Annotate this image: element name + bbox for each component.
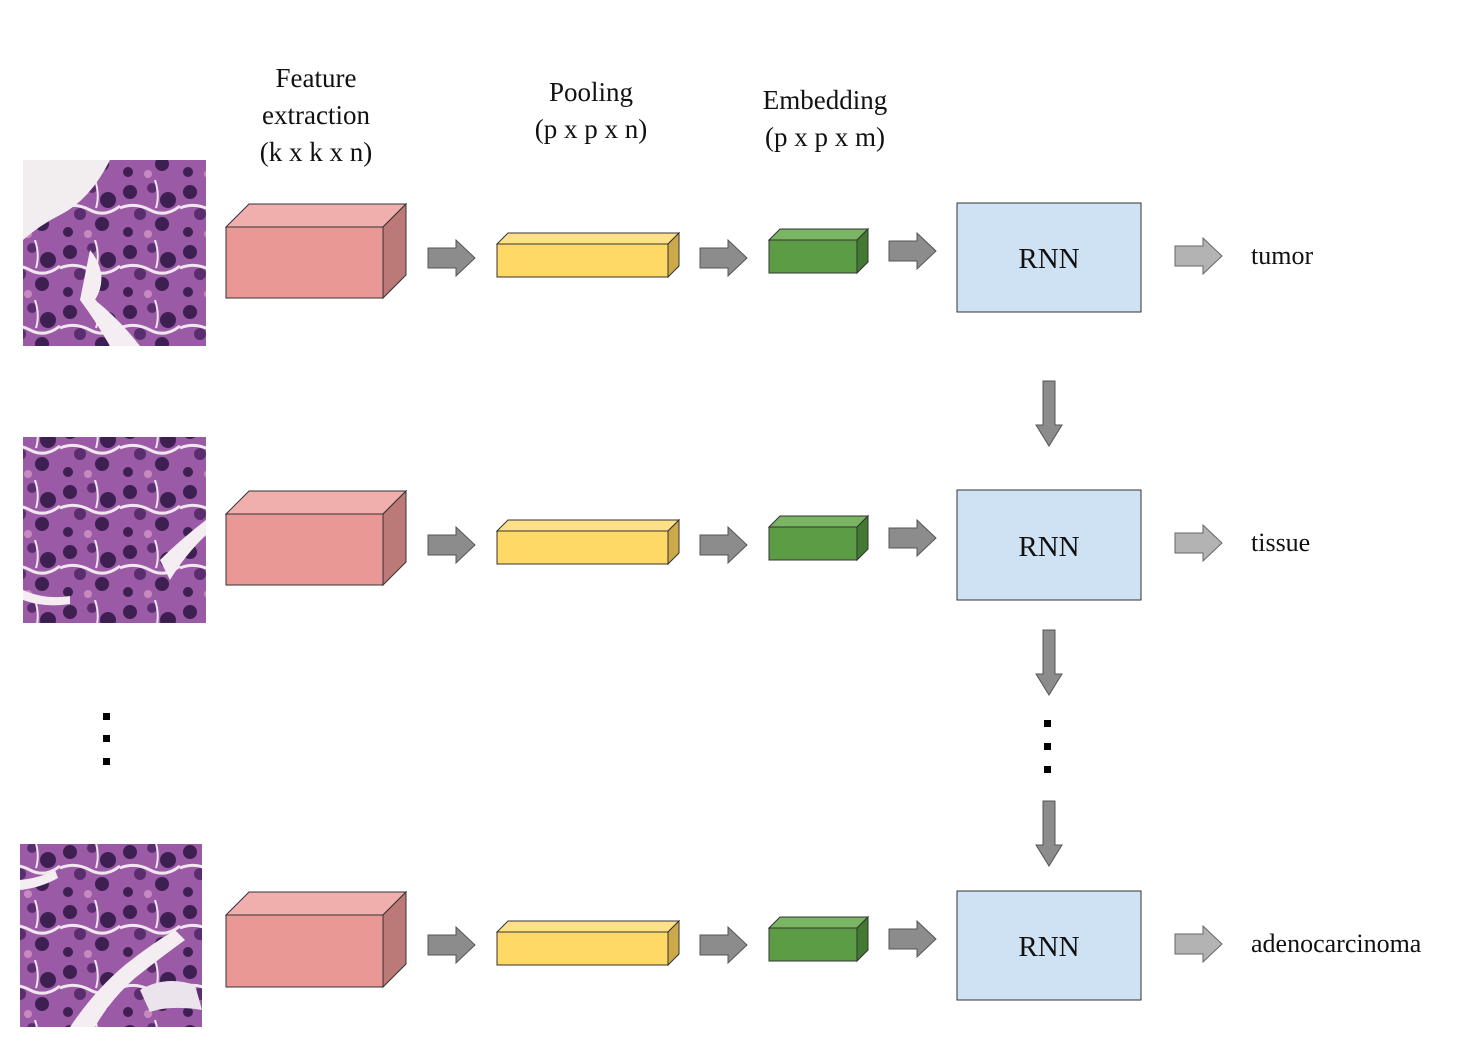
- arrow-right-icon: [427, 925, 476, 965]
- output-label: tissue: [1251, 528, 1310, 557]
- arrow-down-icon: [1035, 380, 1063, 447]
- tissue-image: [23, 437, 206, 623]
- header-pooling-line2: (p x p x n): [535, 114, 647, 144]
- feature-extraction-block: [224, 890, 408, 989]
- rnn-box: [956, 202, 1142, 313]
- rnn-box: [956, 890, 1142, 1001]
- arrow-right-icon: [699, 525, 748, 565]
- feature-extraction-block: [224, 202, 408, 300]
- tissue-image: [20, 844, 202, 1027]
- header-embedding-line1: Embedding: [763, 85, 887, 115]
- output-label: adenocarcinoma: [1251, 929, 1422, 958]
- rnn-box: [956, 489, 1142, 601]
- arrow-down-icon: [1035, 629, 1063, 696]
- pooling-block: [495, 231, 681, 279]
- arrow-right-icon: [888, 518, 937, 558]
- ellipsis-icon: [1044, 720, 1051, 773]
- arrow-right-icon: [888, 919, 937, 959]
- arrow-right-icon: [1174, 236, 1223, 276]
- pipeline-row-1: RNN tumor: [23, 160, 1313, 346]
- embedding-block: [767, 514, 870, 562]
- pipeline-row-2: RNN tissue: [23, 437, 1310, 623]
- header-embedding-line2: (p x p x m): [765, 122, 885, 152]
- header-pooling-line1: Pooling: [549, 77, 633, 107]
- arrow-right-icon: [427, 238, 476, 278]
- tissue-image: [23, 160, 206, 346]
- arrow-right-icon: [699, 925, 748, 965]
- ellipsis-icon: [103, 713, 110, 765]
- arrow-right-icon: [888, 231, 937, 271]
- rnn-label: RNN: [1018, 931, 1079, 963]
- feature-extraction-block: [224, 489, 408, 587]
- arrow-right-icon: [699, 238, 748, 278]
- arrow-down-icon: [1035, 800, 1063, 867]
- embedding-block: [767, 227, 870, 275]
- header-feature-line3: (k x k x n): [260, 137, 372, 167]
- embedding-block: [767, 915, 870, 963]
- arrow-right-icon: [1174, 924, 1223, 964]
- output-label: tumor: [1251, 241, 1313, 270]
- arrow-right-icon: [1174, 523, 1223, 563]
- pipeline-row-3: RNN adenocarcinoma: [20, 844, 1422, 1027]
- pooling-block: [495, 919, 681, 967]
- pooling-block: [495, 518, 681, 566]
- header-feature-line1: Feature: [276, 63, 357, 93]
- rnn-label: RNN: [1018, 243, 1079, 275]
- rnn-label: RNN: [1018, 531, 1079, 563]
- header-feature-line2: extraction: [262, 100, 370, 130]
- arrow-right-icon: [427, 525, 476, 565]
